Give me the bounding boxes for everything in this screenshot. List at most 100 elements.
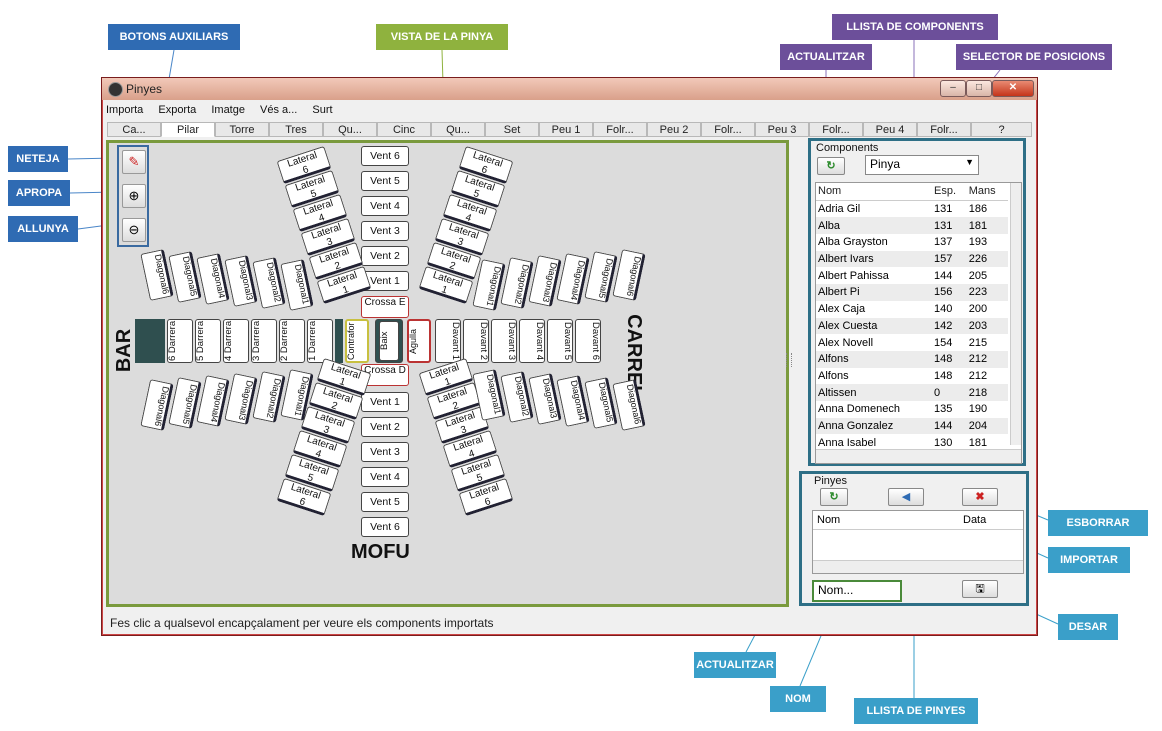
pinyes-table[interactable]: Nom Data — [812, 510, 1024, 574]
refresh-icon[interactable]: ↻ — [820, 488, 848, 506]
tab-quatre[interactable]: Qu... — [323, 122, 377, 137]
tab-quatre-2[interactable]: Qu... — [431, 122, 485, 137]
tab-folre-4[interactable]: Folr... — [917, 122, 971, 137]
vent-bottom-3[interactable]: Vent 3 — [361, 442, 409, 462]
menu-exporta[interactable]: Exporta — [158, 104, 197, 116]
refresh-icon[interactable]: ↻ — [817, 157, 845, 175]
menu-ves-a[interactable]: Vés a... — [260, 104, 298, 116]
vent-bottom-1[interactable]: Vent 1 — [361, 392, 409, 412]
menu-importa[interactable]: Importa — [106, 104, 144, 116]
tab-castell[interactable]: Ca... — [107, 122, 161, 137]
davant-3[interactable]: Davant 3 — [491, 319, 517, 363]
close-button[interactable]: ✕ — [992, 80, 1034, 97]
baix[interactable]: Baix — [379, 321, 399, 361]
zoom-in-icon[interactable]: ⊕ — [122, 184, 146, 208]
davant-1[interactable]: Davant 1 — [435, 319, 461, 363]
menu-surt[interactable]: Surt — [312, 104, 333, 116]
zoom-out-icon[interactable]: ⊖ — [122, 218, 146, 242]
vent-bottom-4[interactable]: Vent 4 — [361, 467, 409, 487]
vent-top-1[interactable]: Vent 1 — [361, 271, 409, 291]
tab-peu-4[interactable]: Peu 4 — [863, 122, 917, 137]
cell-esp: 130 — [934, 436, 953, 449]
darrera-1[interactable]: 1 Darrera — [307, 319, 333, 363]
darrera-3[interactable]: 3 Darrera — [251, 319, 277, 363]
cell-esp: 157 — [932, 250, 967, 268]
save-icon[interactable]: 🖫 — [962, 580, 998, 598]
vent-bottom-5[interactable]: Vent 5 — [361, 492, 409, 512]
crossa-e[interactable]: Crossa E — [361, 296, 409, 318]
tab-pilar[interactable]: Pilar — [161, 122, 215, 137]
tab-peu-1[interactable]: Peu 1 — [539, 122, 593, 137]
menu-imatge[interactable]: Imatge — [211, 104, 245, 116]
tab-cinc[interactable]: Cinc — [377, 122, 431, 137]
vent-bottom-2[interactable]: Vent 2 — [361, 417, 409, 437]
cell-esp: 135 — [934, 403, 953, 416]
column-mans[interactable]: Mans — [966, 183, 1008, 201]
arm-number: 4 — [216, 291, 227, 299]
tab-peu-3[interactable]: Peu 3 — [755, 122, 809, 137]
contrafort[interactable]: Contrafor — [345, 319, 369, 363]
davant-4[interactable]: Davant 4 — [519, 319, 545, 363]
vent-top-2[interactable]: Vent 2 — [361, 246, 409, 266]
crossa-d[interactable]: Crossa D — [361, 364, 409, 386]
tab-folre-2[interactable]: Folr... — [701, 122, 755, 137]
tab-torre[interactable]: Torre — [215, 122, 269, 137]
tab-set[interactable]: Set — [485, 122, 539, 137]
darrera-4[interactable]: 4 Darrera — [223, 319, 249, 363]
pinya-view[interactable]: ✎ ⊕ ⊖ RIU MOFU BAR CARREI Vent 6 Vent 5 … — [106, 140, 792, 607]
tab-folre-3[interactable]: Folr... — [809, 122, 863, 137]
column-data[interactable]: Data — [963, 514, 987, 526]
column-nom-pinya[interactable]: Nom — [817, 514, 841, 526]
tab-tres[interactable]: Tres — [269, 122, 323, 137]
agulla[interactable]: Agulla — [407, 319, 431, 363]
components-horizontal-scrollbar[interactable] — [816, 449, 1021, 463]
darrera-5[interactable]: 5 Darrera — [195, 319, 221, 363]
delete-icon[interactable]: ✖ — [962, 488, 998, 506]
center-divider — [335, 319, 343, 363]
position-selector[interactable]: Pinya ▼ — [865, 155, 979, 175]
pinyes-horizontal-scrollbar[interactable] — [813, 560, 1023, 573]
arm-number: 6 — [160, 287, 171, 295]
davant-6[interactable]: Davant 6 — [575, 319, 601, 363]
vent-bottom-6[interactable]: Vent 6 — [361, 517, 409, 537]
darrera-6[interactable]: 6 Darrera — [167, 319, 193, 363]
import-icon[interactable]: ◀ — [888, 488, 924, 506]
darrera-2[interactable]: 2 Darrera — [279, 319, 305, 363]
vent-top-3[interactable]: Vent 3 — [361, 221, 409, 241]
minimize-button[interactable]: – — [940, 80, 966, 97]
vent-top-5[interactable]: Vent 5 — [361, 171, 409, 191]
eraser-icon[interactable]: ✎ — [122, 150, 146, 174]
maximize-button[interactable]: □ — [966, 80, 992, 97]
splitter-handle[interactable] — [786, 353, 792, 367]
components-legend: Components — [814, 142, 881, 154]
tab-help[interactable]: ? — [971, 122, 1032, 137]
pinya-name-input[interactable]: Nom... — [812, 580, 902, 602]
tab-peu-2[interactable]: Peu 2 — [647, 122, 701, 137]
diagonal-top-left-1[interactable]: Diagonal1 — [280, 259, 314, 311]
column-esp[interactable]: Esp. — [932, 183, 967, 201]
arm-label: Diagonal — [541, 261, 559, 298]
vent-top-4[interactable]: Vent 4 — [361, 196, 409, 216]
davant-5[interactable]: Davant 5 — [547, 319, 573, 363]
column-nom[interactable]: Nom — [816, 183, 932, 201]
vent-top-6[interactable]: Vent 6 — [361, 146, 409, 166]
davant-2[interactable]: Davant 2 — [463, 319, 489, 363]
tab-folre-1[interactable]: Folr... — [593, 122, 647, 137]
components-vertical-scrollbar[interactable] — [1010, 183, 1021, 445]
